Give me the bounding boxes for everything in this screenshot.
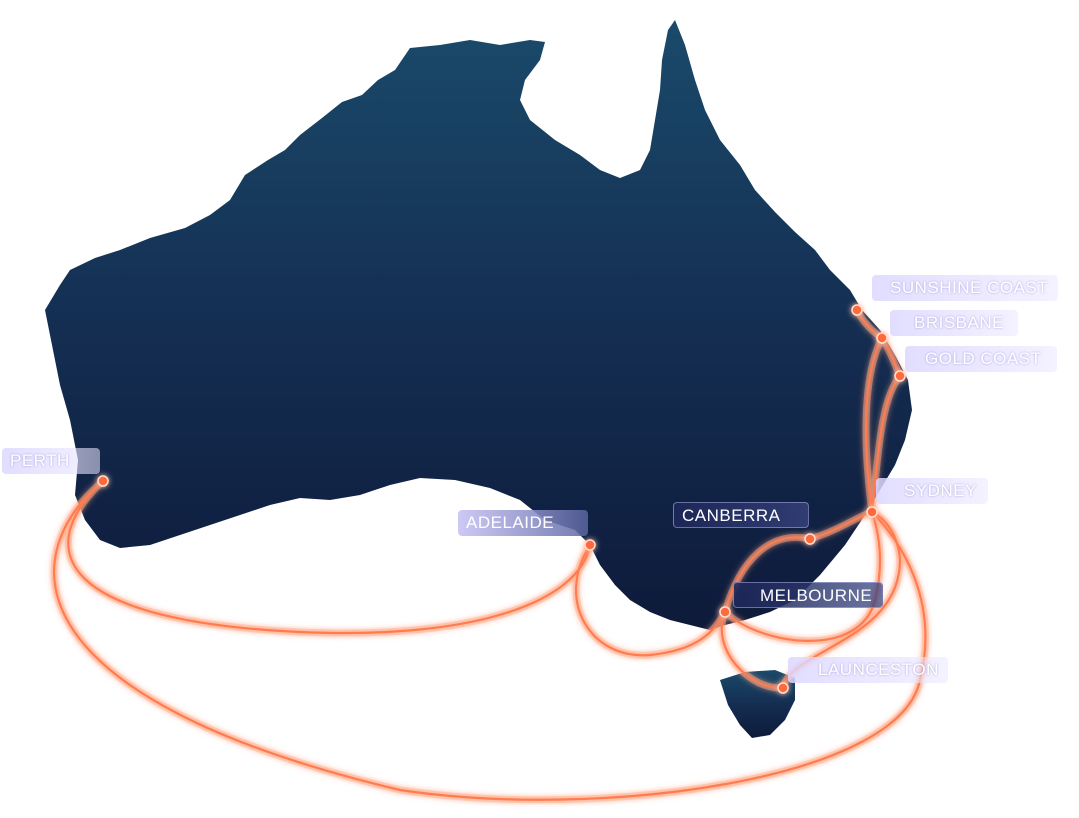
- node-gold-coast[interactable]: [894, 370, 906, 382]
- node-adelaide[interactable]: [584, 539, 596, 551]
- node-canberra[interactable]: [804, 533, 816, 545]
- label-adelaide[interactable]: ADELAIDE: [458, 510, 588, 536]
- node-launceston[interactable]: [777, 682, 789, 694]
- label-canberra[interactable]: CANBERRA: [673, 502, 809, 528]
- label-gold-coast[interactable]: GOLD COAST: [905, 346, 1057, 372]
- node-sunshine-coast[interactable]: [851, 304, 863, 316]
- label-melbourne[interactable]: MELBOURNE: [733, 582, 883, 608]
- label-sunshine-coast[interactable]: SUNSHINE COAST: [872, 275, 1058, 301]
- node-melbourne[interactable]: [719, 606, 731, 618]
- node-brisbane[interactable]: [876, 332, 888, 344]
- node-perth[interactable]: [97, 475, 109, 487]
- city-nodes: [97, 304, 906, 694]
- node-sydney[interactable]: [866, 506, 878, 518]
- australia-mainland: [45, 20, 912, 630]
- label-sydney[interactable]: SYDNEY: [876, 478, 988, 504]
- label-launceston[interactable]: LAUNCESTON: [788, 657, 948, 683]
- label-brisbane[interactable]: BRISBANE: [890, 310, 1018, 336]
- label-perth[interactable]: PERTH: [2, 448, 100, 474]
